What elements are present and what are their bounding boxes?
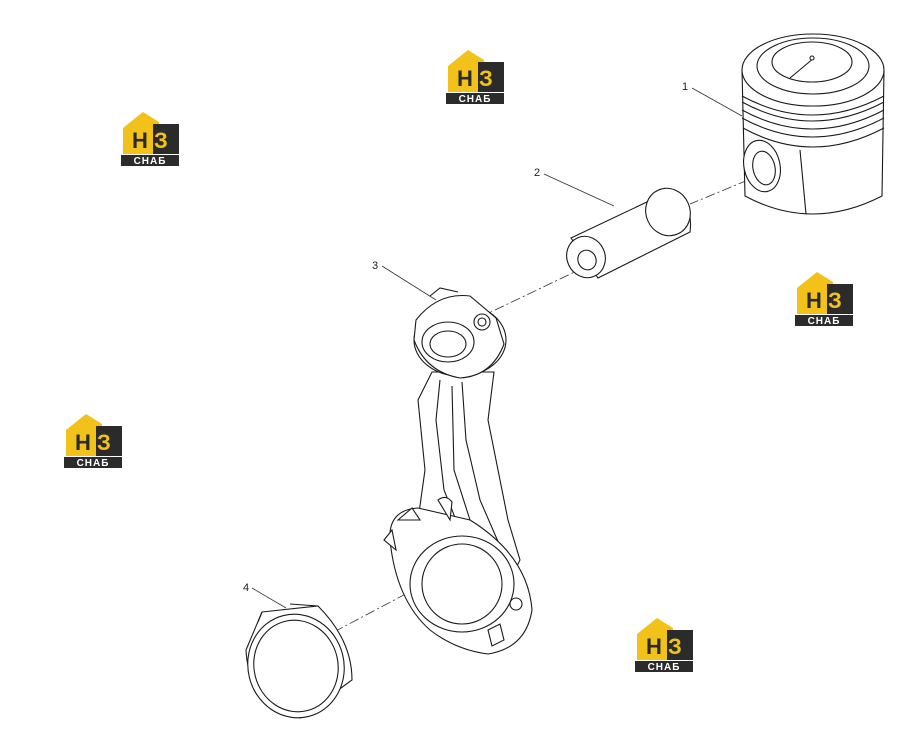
house-logo-icon xyxy=(448,50,484,92)
house-logo-icon xyxy=(66,414,102,456)
piston xyxy=(739,34,884,214)
svg-text:СНАБ: СНАБ xyxy=(648,662,681,673)
callout-2: 2 xyxy=(534,167,540,179)
svg-text:З: З xyxy=(479,66,493,91)
callout-1: 1 xyxy=(682,81,688,93)
connecting-rod xyxy=(384,288,532,654)
svg-text:Н: Н xyxy=(75,430,91,455)
watermark-logo-3: Н З СНАБ xyxy=(795,272,853,327)
watermark-logo-1: Н З СНАБ xyxy=(121,112,179,167)
svg-text:СНАБ: СНАБ xyxy=(77,458,110,469)
piston-pin xyxy=(560,181,698,284)
callout-3: 3 xyxy=(372,260,378,272)
svg-text:СНАБ: СНАБ xyxy=(459,94,492,105)
svg-text:Н: Н xyxy=(646,634,662,659)
svg-text:СНАБ: СНАБ xyxy=(808,316,841,327)
svg-text:З: З xyxy=(668,634,682,659)
leader-lines xyxy=(251,87,743,609)
house-logo-icon xyxy=(797,272,833,314)
svg-text:Н: Н xyxy=(806,288,822,313)
house-logo-icon xyxy=(637,618,673,660)
house-logo-icon xyxy=(123,112,159,154)
center-lines xyxy=(329,179,749,635)
bearing-shell xyxy=(237,604,355,728)
svg-text:З: З xyxy=(154,128,168,153)
svg-text:Н: Н xyxy=(457,66,473,91)
watermark-logo-2: Н З СНАБ xyxy=(446,50,504,105)
svg-text:Н: Н xyxy=(132,128,148,153)
watermark-logo-5: Н З СНАБ xyxy=(635,618,693,673)
callout-4: 4 xyxy=(243,582,249,594)
svg-text:З: З xyxy=(828,288,842,313)
svg-text:З: З xyxy=(97,430,111,455)
svg-text:СНАБ: СНАБ xyxy=(134,156,167,167)
watermark-logo-4: Н З СНАБ xyxy=(64,414,122,469)
